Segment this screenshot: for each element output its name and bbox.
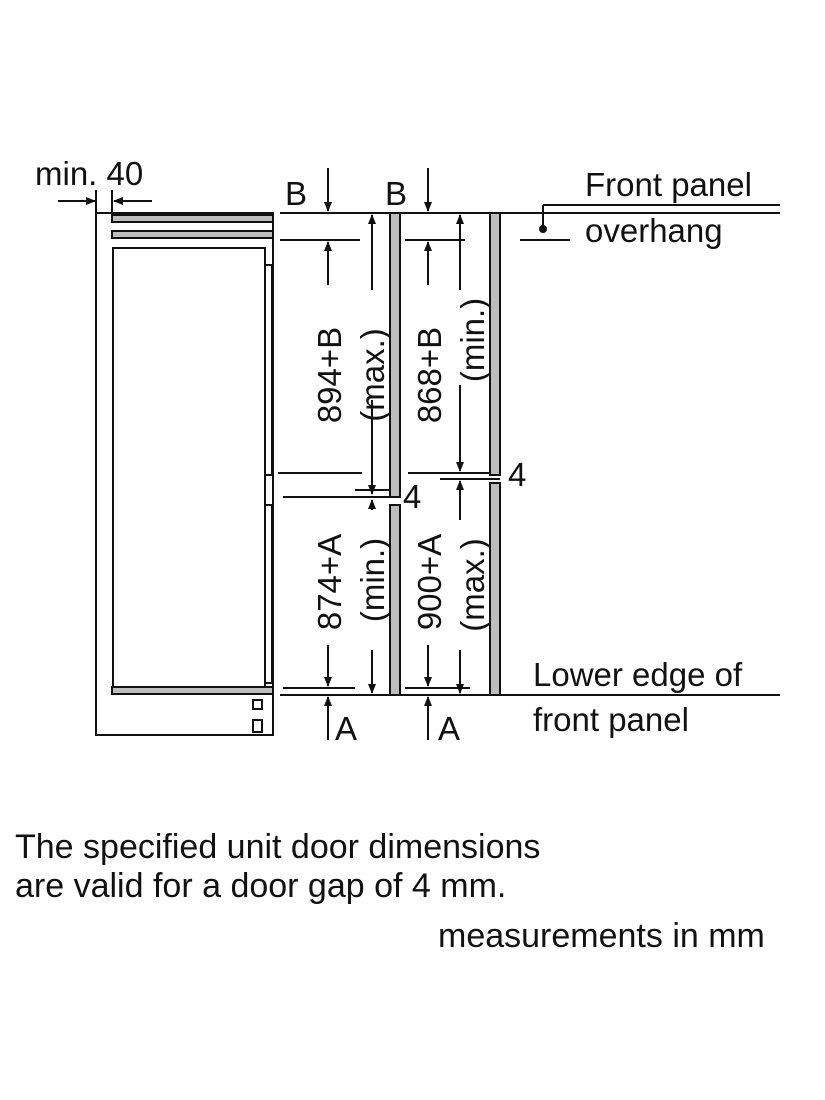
units-note: measurements in mm (438, 917, 765, 955)
dim-upper-right-value: 868+B (411, 327, 448, 423)
marker-b-right: B (385, 175, 407, 212)
dim-upper-left-qualifier: (max.) (354, 328, 391, 422)
note-line2: are valid for a door gap of 4 mm. (15, 867, 506, 905)
dim-upper-right-qualifier: (min.) (454, 298, 491, 382)
clearance-arrows (58, 190, 152, 213)
marker-b-left: B (285, 175, 307, 212)
overhang-callout (539, 204, 780, 233)
dim-upper-left-value: 894+B (311, 327, 348, 423)
appliance-body (112, 247, 266, 689)
clearance-label: min. 40 (35, 155, 143, 192)
dim-lower-right-qualifier: (max.) (454, 538, 491, 632)
lower-edge-label-line2: front panel (533, 701, 689, 738)
front-panels (389, 212, 501, 696)
lower-edge-label-line1: Lower edge of (533, 656, 743, 693)
gap-label-right: 4 (508, 456, 526, 493)
dimension-arrows (324, 214, 464, 694)
overhang-label-line1: Front panel (585, 166, 752, 203)
overhang-label-line2: overhang (585, 212, 723, 249)
marker-a-left: A (335, 710, 357, 747)
cabinet (95, 212, 274, 736)
dim-lower-left-qualifier: (min.) (354, 538, 391, 622)
dim-lower-left-value: 874+A (311, 534, 348, 630)
note-line1: The specified unit door dimensions (15, 828, 540, 866)
marker-a-right: A (438, 710, 460, 747)
gap-label-left: 4 (403, 478, 421, 515)
dim-lower-right-value: 900+A (411, 534, 448, 630)
